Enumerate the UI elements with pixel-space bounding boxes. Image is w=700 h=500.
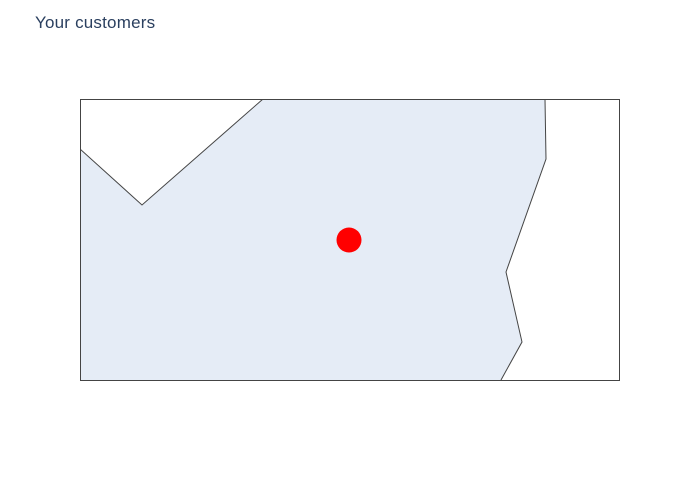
customer-marker[interactable] <box>336 227 362 253</box>
boundary-line <box>500 99 547 380</box>
land-layer <box>80 99 547 380</box>
boundary-line <box>80 99 264 206</box>
map-title: Your customers <box>35 13 156 32</box>
land-region <box>80 99 546 380</box>
map-frame <box>80 99 620 381</box>
